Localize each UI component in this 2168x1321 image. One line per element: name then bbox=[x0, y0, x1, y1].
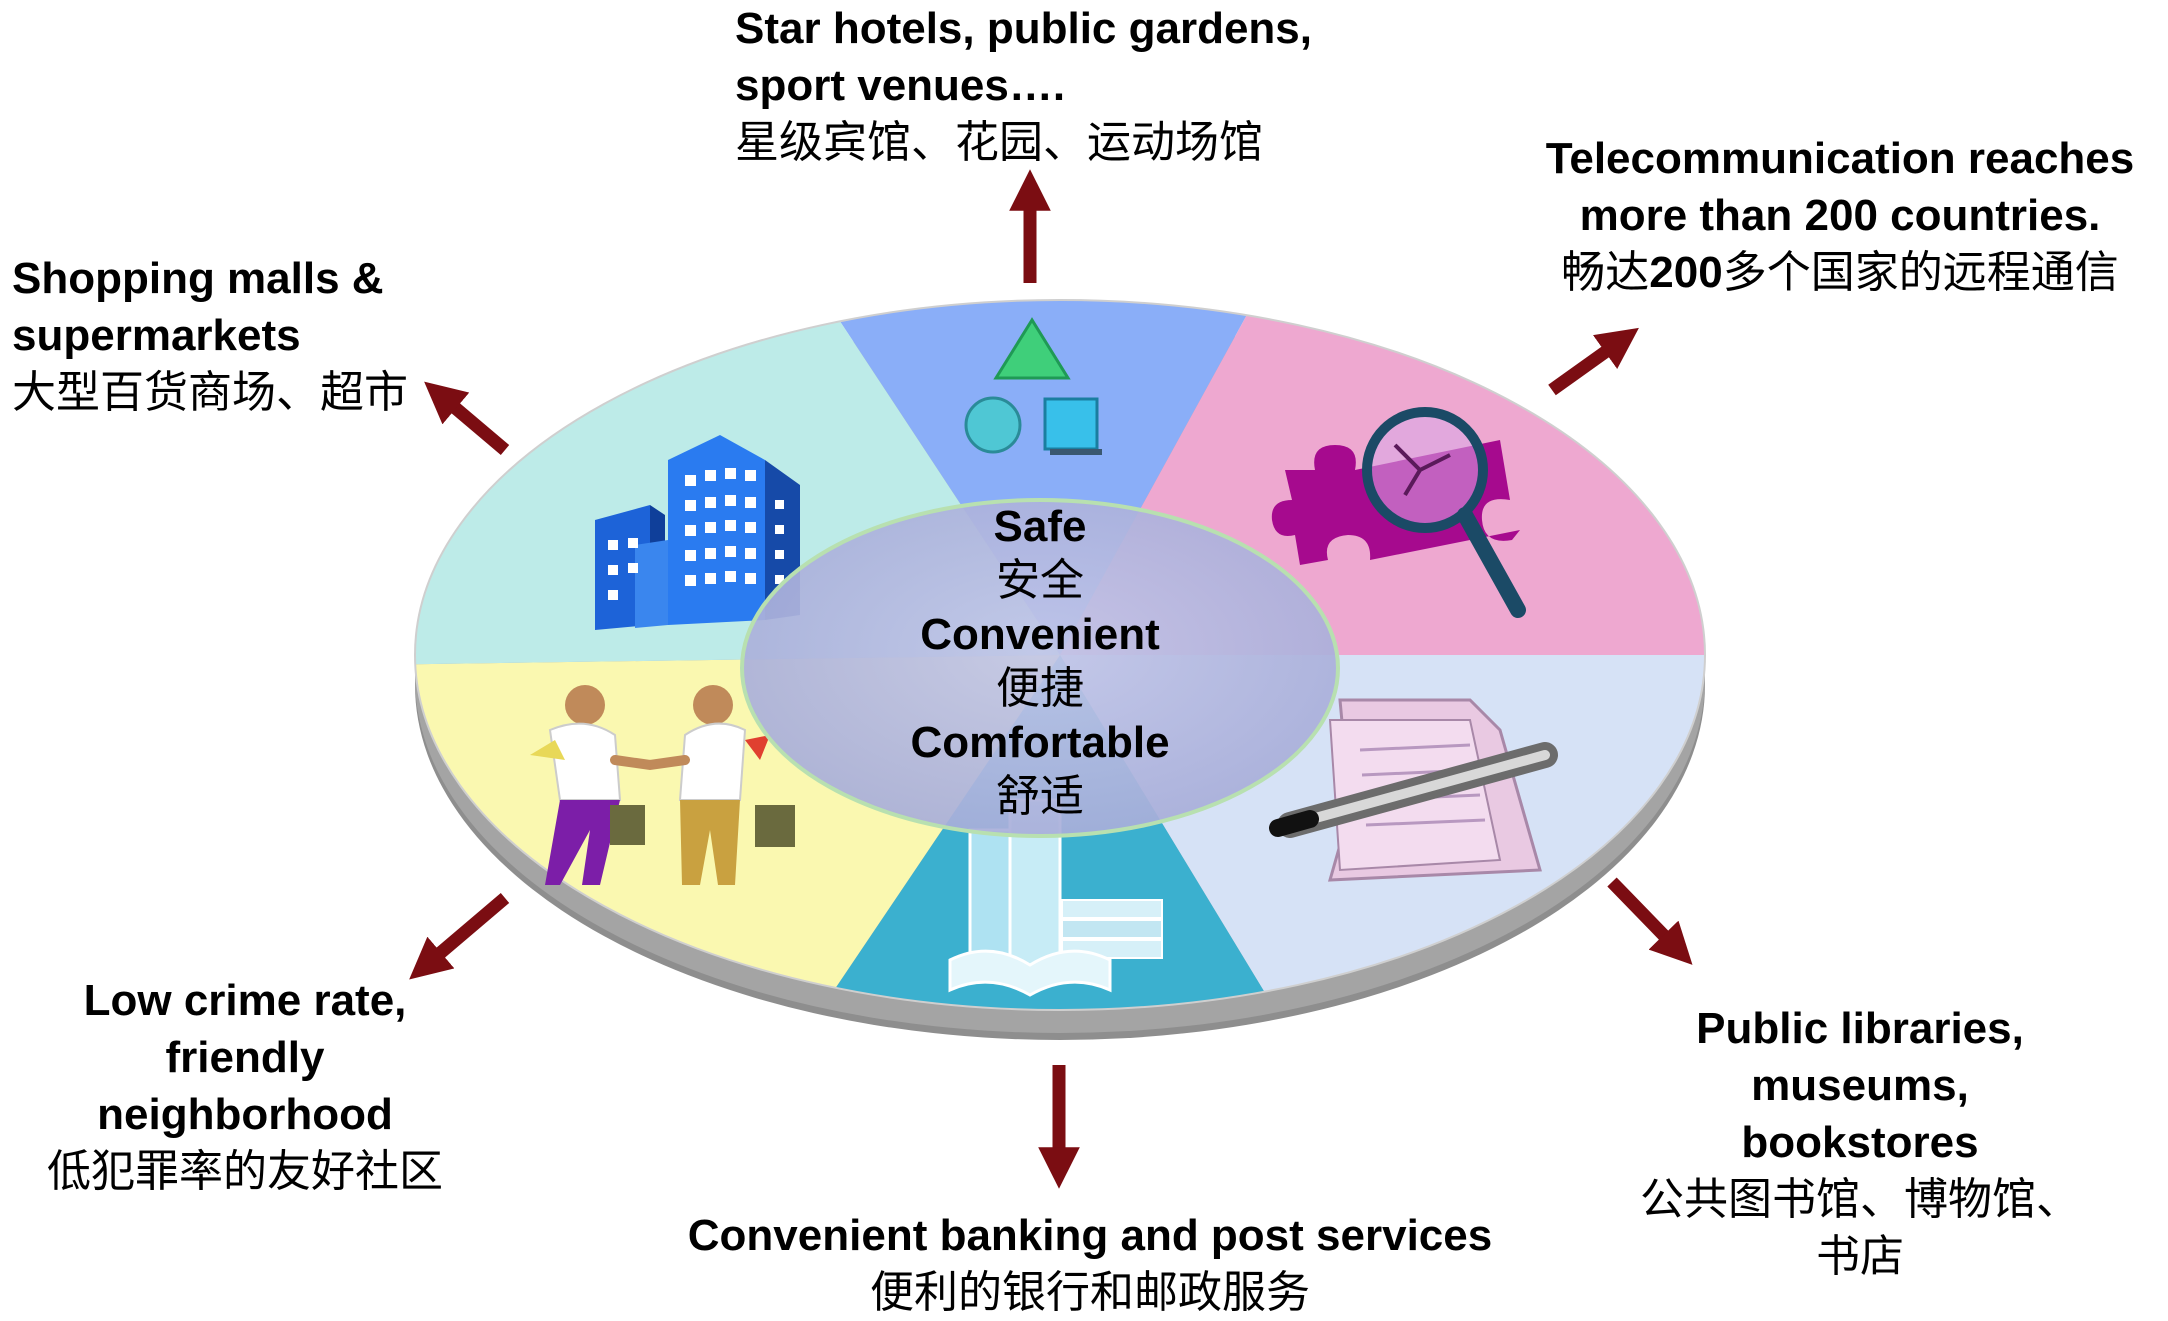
arrow-up-left bbox=[424, 381, 510, 455]
center-convenient-zh: 便捷 bbox=[996, 663, 1084, 714]
label-top-right-zh-suffix: 多个国家的远程通信 bbox=[1722, 247, 2119, 298]
books-buildings-icon bbox=[948, 798, 1163, 997]
label-bottom-right-zh: 公共图书馆、博物馆、 书店 bbox=[1640, 1174, 2080, 1282]
label-top-zh: 星级宾馆、花园、运动场馆 bbox=[735, 117, 1263, 168]
shapes-icon bbox=[964, 317, 1102, 455]
center-convenient-en: Convenient bbox=[920, 610, 1160, 659]
label-top-en: Star hotels, public gardens, sport venue… bbox=[735, 4, 1313, 110]
label-top-left-en: Shopping malls & supermarkets bbox=[12, 254, 384, 360]
label-bottom-right: Public libraries, museums, bookstores 公共… bbox=[1600, 1000, 2120, 1285]
label-top-right-zh-prefix: 畅达 bbox=[1561, 247, 1650, 298]
label-top-left-zh: 大型百货商场、超市 bbox=[12, 367, 408, 418]
center-comfortable-zh: 舒适 bbox=[996, 771, 1084, 822]
label-bottom-left-en: Low crime rate, friendly neighborhood bbox=[83, 976, 407, 1139]
label-top-right: Telecommunication reaches more than 200 … bbox=[1515, 130, 2165, 301]
center-ellipse bbox=[740, 498, 1340, 838]
label-top-right-zh: 畅达200多个国家的远程通信 bbox=[1515, 244, 2165, 301]
label-bottom-zh: 便利的银行和邮政服务 bbox=[870, 1267, 1310, 1318]
puzzle-magnifier-icon bbox=[1271, 407, 1526, 618]
arrow-up-right bbox=[1548, 327, 1639, 396]
label-top-right-zh-number: 200 bbox=[1649, 248, 1723, 297]
label-top: Star hotels, public gardens, sport venue… bbox=[735, 0, 1312, 171]
label-bottom-en: Convenient banking and post services bbox=[687, 1211, 1493, 1260]
center-label: Safe 安全 Convenient 便捷 Comfortable 舒适 bbox=[830, 500, 1250, 824]
handshake-people-icon bbox=[530, 685, 795, 885]
arrows bbox=[409, 169, 1693, 1189]
arrow-down-right bbox=[1607, 877, 1693, 965]
segment-top bbox=[760, 300, 1310, 655]
label-bottom-left: Low crime rate, friendly neighborhood 低犯… bbox=[5, 972, 485, 1200]
label-top-left: Shopping malls & supermarkets 大型百货商场、超市 bbox=[12, 250, 408, 421]
label-bottom: Convenient banking and post services 便利的… bbox=[640, 1207, 1540, 1321]
document-pen-icon bbox=[1269, 698, 1558, 882]
label-bottom-left-zh: 低犯罪率的友好社区 bbox=[47, 1146, 443, 1197]
label-top-right-en: Telecommunication reaches more than 200 … bbox=[1545, 134, 2135, 240]
label-bottom-right-en: Public libraries, museums, bookstores bbox=[1696, 1004, 2024, 1167]
arrow-down-left bbox=[409, 893, 510, 980]
center-comfortable-en: Comfortable bbox=[910, 718, 1170, 767]
center-safe-zh: 安全 bbox=[996, 555, 1084, 606]
center-safe-en: Safe bbox=[993, 502, 1087, 551]
